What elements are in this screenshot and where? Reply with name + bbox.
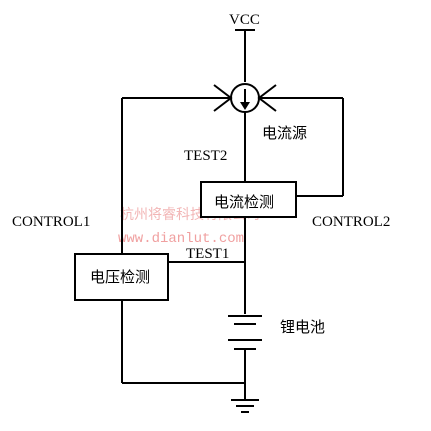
current-detect-box	[200, 181, 297, 218]
test1-label: TEST1	[186, 246, 229, 262]
battery-label: 锂电池	[280, 318, 325, 336]
voltage-detect-label: 电压检测	[90, 268, 150, 286]
current-detect-label: 电流检测	[214, 193, 274, 211]
current-source-label: 电流源	[262, 124, 307, 142]
vcc-label: VCC	[229, 12, 260, 28]
watermark-url: www.dianlut.com	[118, 231, 244, 247]
control1-label: CONTROL1	[12, 214, 90, 230]
current-source-arrow-head	[240, 102, 250, 110]
test2-label: TEST2	[184, 148, 227, 164]
control2-label: CONTROL2	[312, 214, 390, 230]
